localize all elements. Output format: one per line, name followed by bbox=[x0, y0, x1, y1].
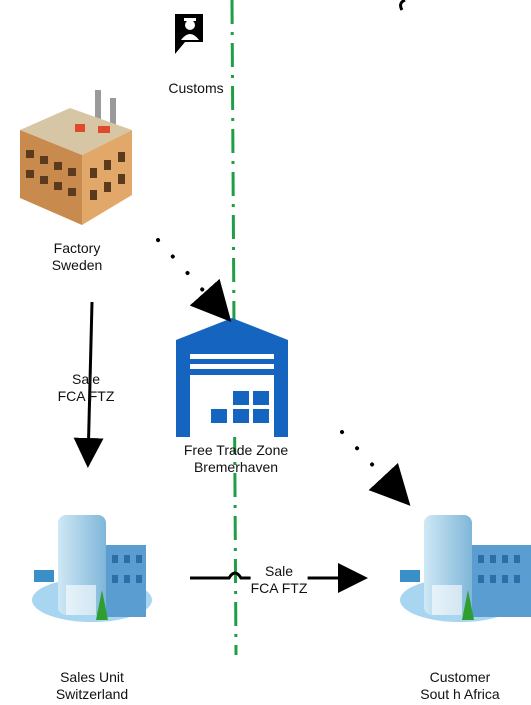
customs-label: Customs bbox=[168, 80, 223, 97]
factory-label-line1: Factory bbox=[53, 240, 101, 256]
sales-unit-label-line1: Sales Unit bbox=[60, 669, 124, 685]
ftz-label: Free Trade Zone Bremerhaven bbox=[184, 442, 288, 476]
flow-label-line1: Sale bbox=[264, 563, 294, 579]
partial-curve bbox=[399, 0, 406, 11]
flow-sales-customer-label: Sale FCA FTZ bbox=[250, 563, 308, 597]
office-building-icon bbox=[400, 515, 531, 622]
arrow-factory-to-sales bbox=[73, 301, 104, 468]
arrow-ftz-to-customer bbox=[340, 430, 411, 506]
customs-officer-icon bbox=[175, 14, 203, 54]
customs-label-text: Customs bbox=[168, 80, 224, 96]
flow-label-line2: FCA FTZ bbox=[57, 388, 115, 404]
sales-unit-label: Sales Unit Switzerland bbox=[56, 669, 128, 703]
customer-label-line1: Customer bbox=[429, 669, 491, 685]
ftz-label-line2: Bremerhaven bbox=[193, 459, 279, 475]
flow-label-line1: Sale bbox=[71, 371, 101, 387]
factory-icon bbox=[20, 90, 132, 225]
flow-label-line2: FCA FTZ bbox=[250, 580, 308, 596]
arrow-factory-to-ftz bbox=[156, 238, 232, 322]
sales-unit-label-line2: Switzerland bbox=[55, 686, 129, 702]
ftz-label-line1: Free Trade Zone bbox=[183, 442, 289, 458]
office-building-icon bbox=[32, 515, 152, 622]
flow-factory-sales-label: Sale FCA FTZ bbox=[58, 371, 115, 405]
arrow-sales-to-customer bbox=[190, 563, 368, 593]
customer-label: Customer Sout h Africa bbox=[420, 669, 499, 703]
warehouse-icon bbox=[176, 318, 288, 437]
factory-label-line2: Sweden bbox=[51, 257, 103, 273]
customs-border-line bbox=[230, 0, 238, 656]
customer-label-line2: Sout h Africa bbox=[420, 686, 500, 702]
factory-label: Factory Sweden bbox=[52, 240, 103, 274]
